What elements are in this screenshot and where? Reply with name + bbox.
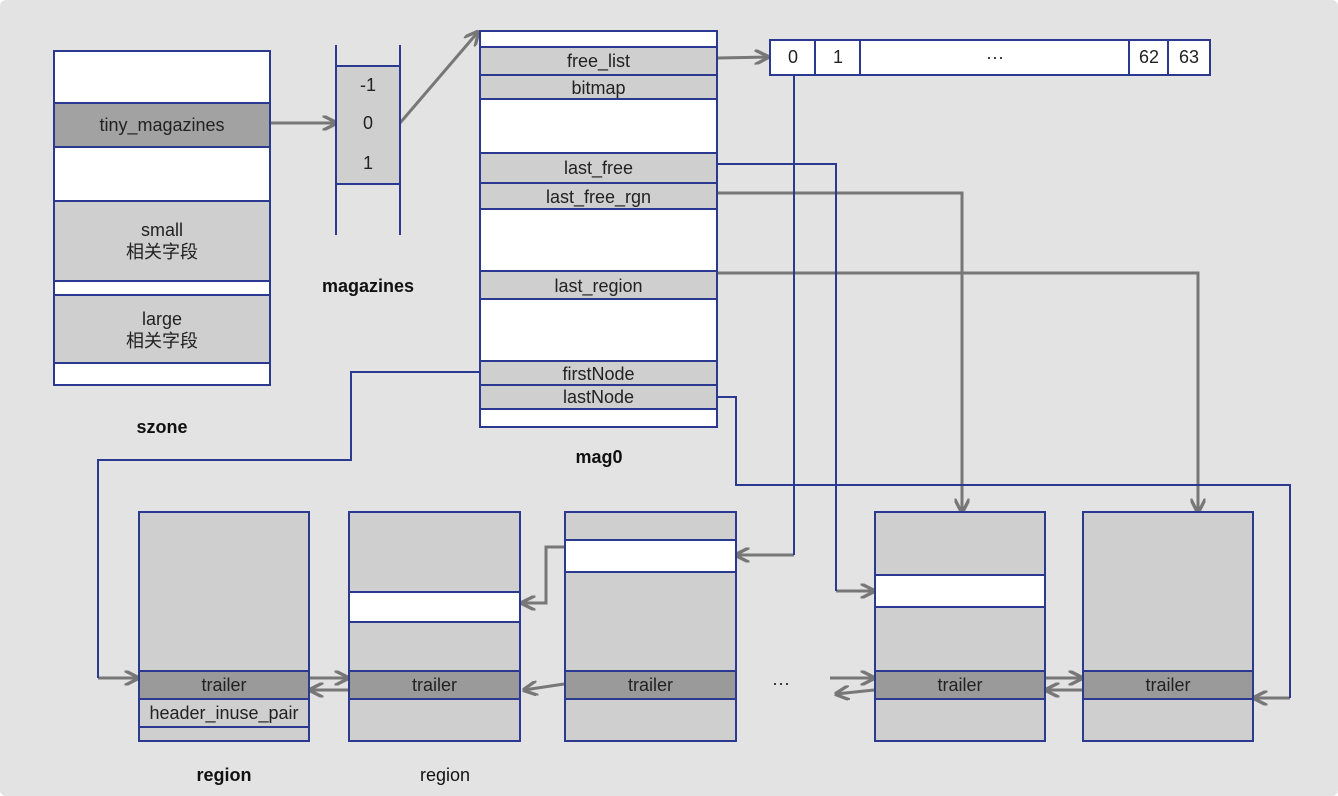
mag0-first-node-field: firstNode	[481, 360, 716, 386]
region-5-trailer: trailer	[1084, 670, 1252, 700]
trailer-label: trailer	[627, 674, 673, 695]
arrow-region3-to-region2	[524, 684, 565, 690]
szone-top-blank	[55, 52, 269, 102]
region-3: trailer	[564, 511, 737, 742]
last-free-rgn-label: last_free_rgn	[545, 186, 652, 207]
mag0-caption: mag0	[575, 447, 623, 467]
region-3-trailer: trailer	[566, 670, 735, 700]
large-label: large	[141, 308, 183, 329]
magazine-index-1: 1	[362, 152, 373, 173]
szone-small-field: small 相关字段	[55, 200, 269, 280]
arrow-region4-to-ellipsis	[836, 690, 875, 694]
mag0-blank-2	[481, 208, 716, 272]
header-inuse-pair-label: header_inuse_pair	[149, 702, 299, 723]
mag0-free-list-field: free_list	[481, 46, 716, 74]
magazines-left-rail	[335, 45, 337, 235]
bitmap-label: bitmap	[571, 77, 626, 98]
arrow-magazine0-to-mag0	[398, 32, 478, 124]
region-1-header-inuse-pair: header_inuse_pair	[140, 700, 308, 728]
szone-struct: tiny_magazines small 相关字段 large 相关字段	[53, 50, 271, 386]
mag0-last-free-rgn-field: last_free_rgn	[481, 182, 716, 210]
trailer-label: trailer	[937, 674, 983, 695]
tiny-magazines-label: tiny_magazines	[99, 114, 225, 135]
mag0-last-free-field: last_free	[481, 152, 716, 182]
free-list-ellipsis: ···	[986, 47, 1004, 67]
last-node-label: lastNode	[562, 386, 635, 407]
mag0-blank-3	[481, 298, 716, 360]
region-1: trailer header_inuse_pair	[138, 511, 310, 742]
mag0-top-blank	[481, 32, 716, 46]
szone-bottom-blank	[55, 362, 269, 384]
trailer-label: trailer	[1145, 674, 1191, 695]
free-list-slot-ellipsis: ···	[859, 41, 1129, 74]
magazine-cell-0: 0	[337, 103, 399, 145]
regions-ellipsis: ···	[772, 673, 790, 693]
arrow-last-free-rgn-to-region4	[718, 191, 962, 512]
region-5: trailer	[1082, 511, 1254, 742]
free-list-array: 0 1 ··· 62 63	[769, 39, 1211, 76]
mag0-struct: free_list bitmap last_free last_free_rgn…	[479, 30, 718, 428]
last-region-label: last_region	[554, 275, 643, 296]
first-node-label: firstNode	[562, 363, 635, 384]
region-2: trailer	[348, 511, 521, 742]
szone-caption: szone	[136, 417, 188, 437]
magazine-index-0: 0	[362, 112, 373, 133]
trailer-label: trailer	[201, 674, 247, 695]
szone-large-field: large 相关字段	[55, 294, 269, 364]
region-4-trailer: trailer	[876, 670, 1044, 700]
free-list-slot-62: 62	[1128, 41, 1168, 74]
magazines-caption: magazines	[321, 276, 415, 296]
region-1-caption: region	[196, 765, 252, 785]
free-list-index-1: 1	[832, 47, 843, 67]
free-list-slot-1: 1	[814, 41, 860, 74]
szone-gap-field	[55, 280, 269, 296]
small-label: small	[140, 219, 183, 240]
wire-last-node	[718, 396, 1291, 698]
region-4: trailer	[874, 511, 1046, 742]
magazines-right-rail	[399, 45, 401, 235]
wire-first-node	[97, 371, 480, 678]
last-free-label: last_free	[563, 157, 634, 178]
magazine-cell-1: 1	[337, 143, 399, 185]
free-list-index-63: 63	[1178, 47, 1200, 67]
arrow-region3-free-to-region2-free	[522, 545, 564, 603]
free-list-index-0: 0	[787, 47, 798, 67]
region-2-trailer: trailer	[350, 670, 519, 700]
magazine-index-neg1: -1	[359, 74, 376, 95]
trailer-label: trailer	[411, 674, 457, 695]
magazine-cell-neg1: -1	[337, 65, 399, 105]
mag0-bitmap-field: bitmap	[481, 74, 716, 100]
large-sublabel: 相关字段	[126, 331, 198, 351]
mag0-last-node-field: lastNode	[481, 384, 716, 410]
wire-last-free	[714, 163, 837, 591]
mag0-blank-1	[481, 98, 716, 154]
free-list-slot-63: 63	[1167, 41, 1209, 74]
mag0-last-region-field: last_region	[481, 270, 716, 300]
free-list-index-62: 62	[1138, 47, 1160, 67]
arrow-last-region-to-region5	[718, 271, 1198, 512]
arrow-free-list-to-array	[717, 57, 768, 58]
free-list-label: free_list	[566, 50, 631, 71]
region-2-free-block	[350, 591, 519, 623]
szone-blank-field	[55, 146, 269, 202]
region-4-free-block	[876, 574, 1044, 608]
free-list-slot-0: 0	[771, 41, 815, 74]
szone-tiny-magazines-field: tiny_magazines	[55, 102, 269, 146]
magazines-array: -1 0 1	[335, 45, 401, 235]
small-sublabel: 相关字段	[126, 242, 198, 262]
region-2-caption: region	[419, 765, 471, 785]
region-3-free-block	[566, 539, 735, 573]
region-1-trailer: trailer	[140, 670, 308, 700]
